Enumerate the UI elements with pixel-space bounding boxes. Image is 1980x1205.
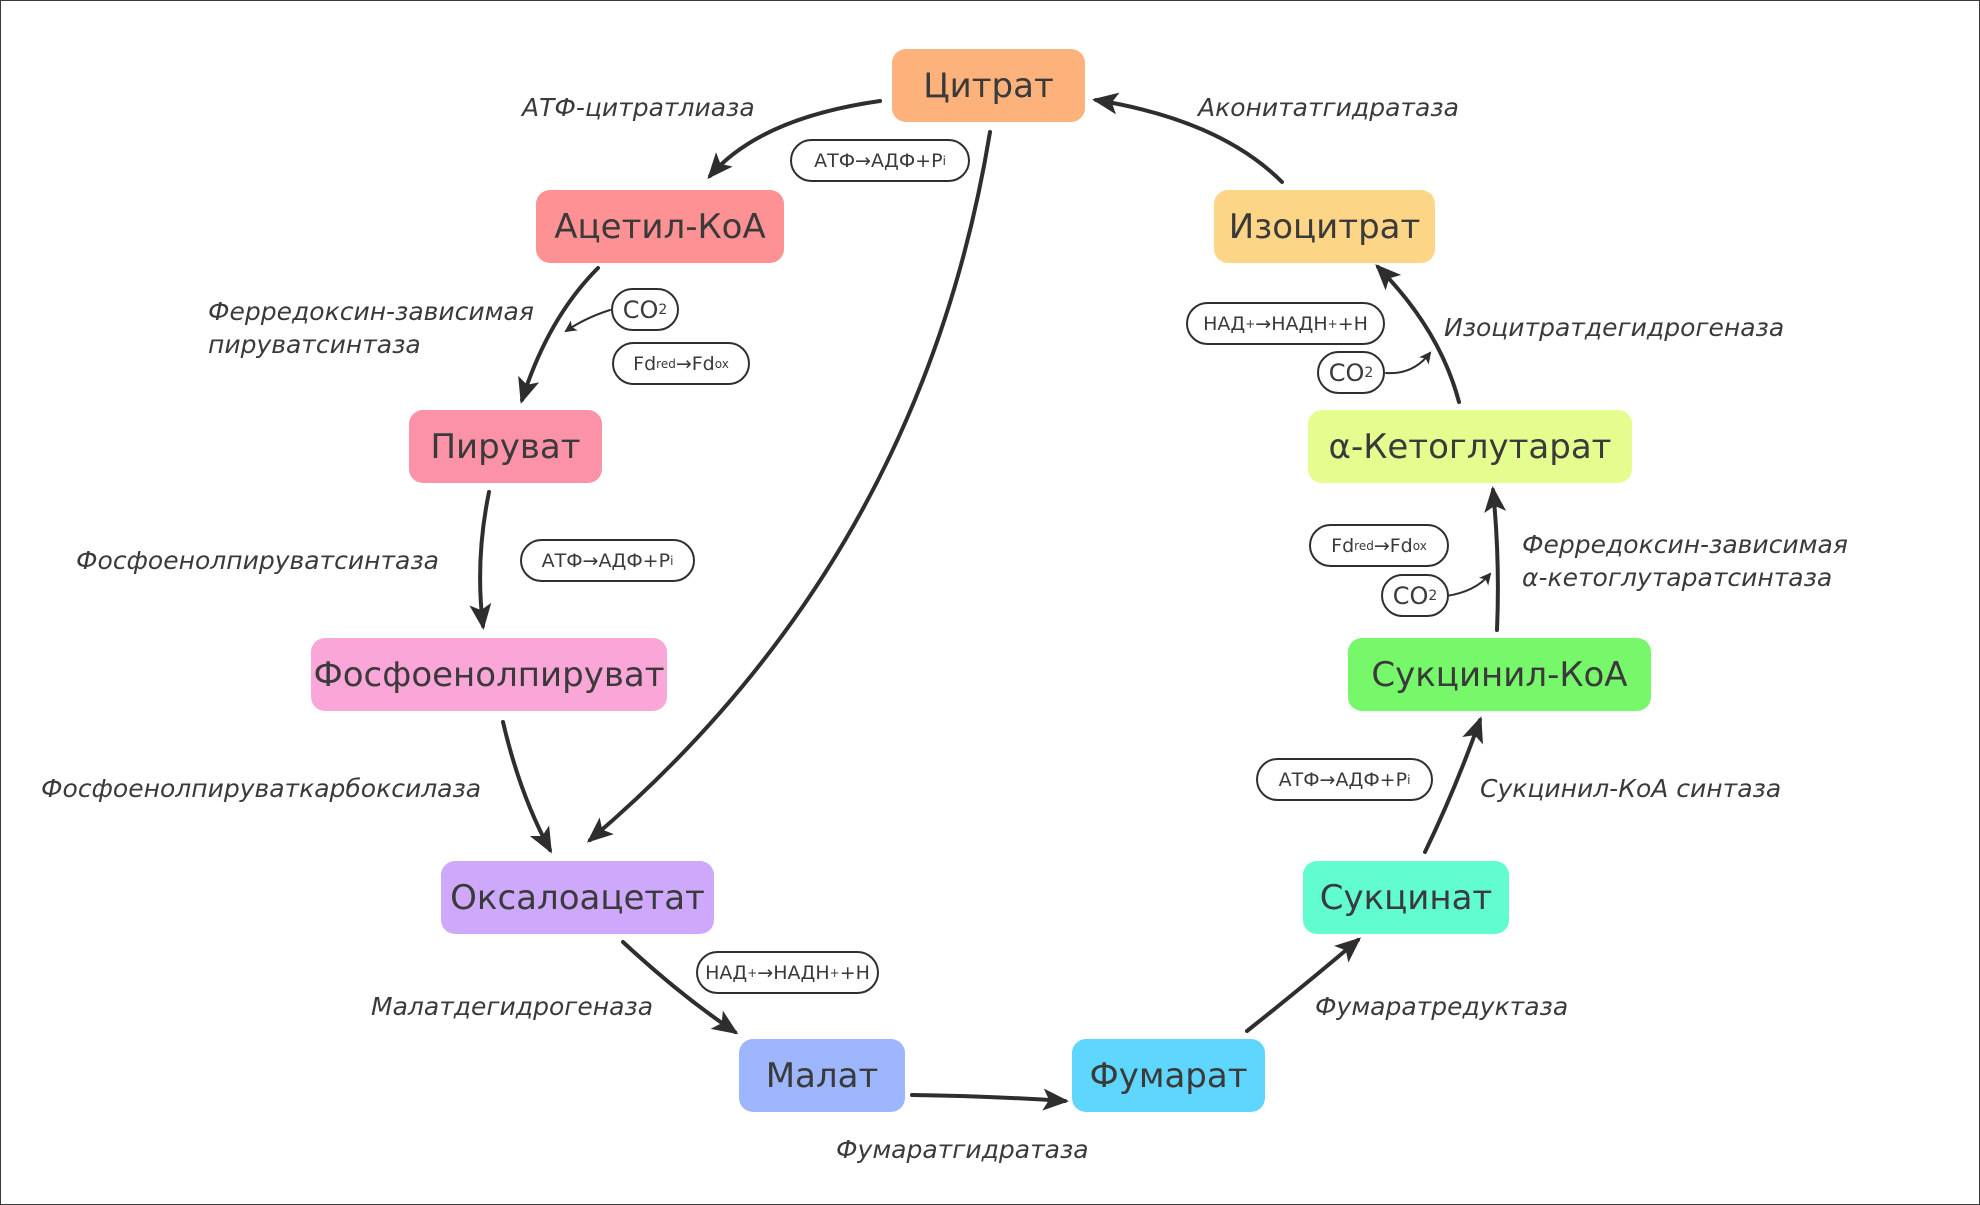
arrow-fumarate-to-succinate — [1245, 937, 1362, 1033]
fd-sub-ox: ox — [714, 356, 729, 371]
fd-text-a: Fd — [633, 352, 657, 375]
fd-sub-red: red — [656, 356, 676, 371]
enzyme-pep-carboxylase: Фосфоенолпируваткарбоксилаза — [41, 774, 482, 803]
enzyme-fumarate-reductase: Фумаратредуктаза — [1315, 992, 1569, 1021]
node-pyruvate: Пируват — [409, 410, 602, 483]
nad-text-a: НАД — [705, 961, 748, 984]
node-acetyl-coa: Ацетил-КоА — [536, 190, 784, 263]
atp-sub: i — [1407, 772, 1411, 787]
arrow-pyruvate-to-pep — [469, 490, 492, 630]
co2-side-arrow-kgor — [1445, 572, 1492, 597]
enzyme-aconitase: Аконитатгидратаза — [1198, 93, 1459, 122]
nad-text-b: →НАДН — [1255, 312, 1328, 335]
arrow-oxaloacetate-to-malate — [621, 940, 739, 1035]
node-alpha-ketoglutarate: α-Кетоглутарат — [1308, 410, 1632, 483]
enzyme-fumarase: Фумаратгидратаза — [836, 1135, 1089, 1164]
arrow-malate-to-fumarate — [910, 1088, 1069, 1111]
arrow-isocitrate-to-citrate — [1092, 92, 1284, 184]
fd-sub-ox: ox — [1412, 538, 1427, 553]
fd-text-a: Fd — [1331, 534, 1355, 557]
cofactor-nad-malate-dh: НАД+→НАДН++Н — [696, 951, 879, 994]
nad-sup-2: + — [1327, 316, 1338, 331]
co2-sub: 2 — [1364, 364, 1374, 381]
enzyme-pfor-line1: Ферредоксин-зависимая — [208, 297, 534, 326]
fd-text-b: →Fd — [675, 352, 715, 375]
nad-sup-1: + — [1245, 316, 1256, 331]
atp-sub: i — [670, 553, 674, 568]
node-oxaloacetate: Оксалоацетат — [441, 861, 714, 934]
nad-text-c: +Н — [839, 961, 870, 984]
co2-sub: 2 — [658, 301, 668, 318]
enzyme-malate-dehydrogenase: Малатдегидрогеназа — [371, 992, 654, 1021]
arrow-succinate-to-succinylcoa — [1423, 716, 1483, 854]
arrow-succinylcoa-to-akg — [1484, 486, 1507, 632]
co2-text: CO — [622, 295, 659, 324]
enzyme-atp-citrate-lyase: АТФ-цитратлиаза — [522, 93, 755, 122]
nad-sup-2: + — [829, 965, 840, 980]
arrow-pep-to-oxaloacetate — [501, 720, 552, 854]
node-citrate: Цитрат — [892, 49, 1085, 122]
co2-side-arrow-pfor — [564, 309, 611, 333]
fd-text-b: →Fd — [1373, 534, 1413, 557]
node-malate: Малат — [739, 1039, 905, 1112]
node-isocitrate: Изоцитрат — [1214, 190, 1435, 263]
nad-sup-1: + — [747, 965, 758, 980]
co2-sub: 2 — [1428, 587, 1438, 604]
nad-text-b: →НАДН — [757, 961, 830, 984]
enzyme-isocitrate-dehydrogenase: Изоцитратдегидрогеназа — [1444, 313, 1785, 342]
enzyme-pfor-line2: пируватсинтаза — [208, 330, 421, 359]
arrow-citrate-to-acetylcoa — [707, 99, 882, 180]
co2-text: CO — [1328, 358, 1365, 387]
enzyme-kgor-line2: α-кетоглутаратсинтаза — [1522, 563, 1833, 592]
enzyme-pep-synthase: Фосфоенолпируватсинтаза — [76, 546, 439, 575]
arrow-acetylcoa-to-pyruvate — [518, 266, 600, 404]
co2-text: CO — [1392, 581, 1429, 610]
node-succinyl-coa: Сукцинил-КоА — [1348, 638, 1651, 711]
node-phosphoenolpyruvate: Фосфоенолпируват — [311, 638, 667, 711]
nad-text-a: НАД — [1203, 312, 1246, 335]
atp-text: АТФ→АДФ+P — [814, 149, 943, 172]
fd-sub-red: red — [1354, 538, 1374, 553]
nad-text-c: +Н — [1337, 312, 1368, 335]
co2-side-arrow-icdh — [1385, 351, 1432, 375]
enzyme-succinyl-coa-synthase: Сукцинил-КоА синтаза — [1480, 774, 1782, 803]
atp-sub: i — [942, 153, 946, 168]
node-fumarate: Фумарат — [1072, 1039, 1265, 1112]
enzyme-kgor-line1: Ферредоксин-зависимая — [1522, 530, 1848, 559]
cofactor-nad-icdh: НАД+→НАДН++Н — [1186, 302, 1385, 345]
arrow-citrate-to-oxaloacetate — [586, 130, 992, 843]
atp-text: АТФ→АДФ+P — [1278, 768, 1408, 791]
node-succinate: Сукцинат — [1303, 861, 1509, 934]
atp-text: АТФ→АДФ+P — [541, 549, 671, 572]
arrow-akg-to-isocitrate — [1375, 264, 1461, 404]
